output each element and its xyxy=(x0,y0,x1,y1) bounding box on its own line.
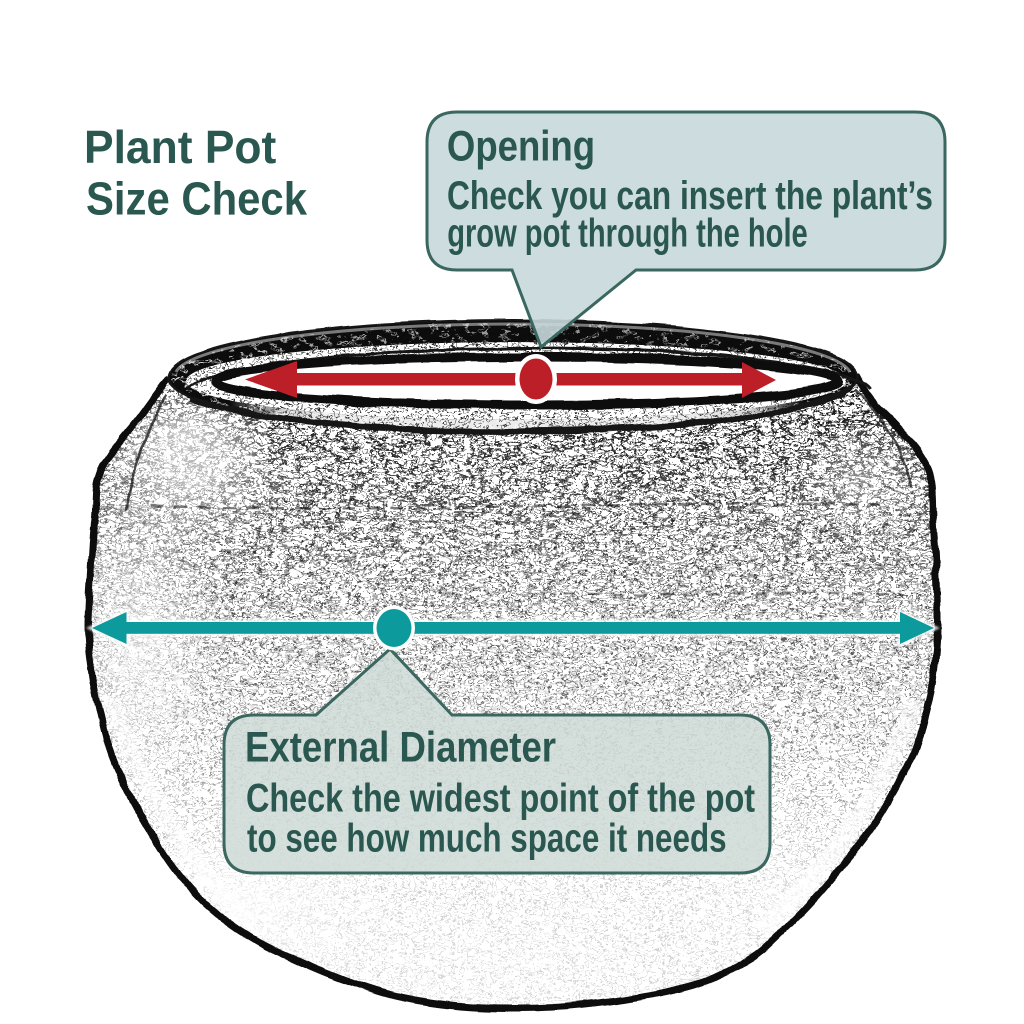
svg-text:Plant Pot: Plant Pot xyxy=(84,121,276,173)
svg-text:Opening: Opening xyxy=(447,123,595,170)
svg-text:Check the widest point of the: Check the widest point of the pot xyxy=(246,775,755,820)
svg-text:grow pot through the hole: grow pot through the hole xyxy=(447,211,808,256)
svg-text:Check you can insert the plant: Check you can insert the plant’s xyxy=(447,172,933,217)
svg-text:to see how much space it needs: to see how much space it needs xyxy=(247,815,727,861)
svg-text:Size Check: Size Check xyxy=(86,174,308,225)
svg-text:External Diameter: External Diameter xyxy=(245,724,556,771)
